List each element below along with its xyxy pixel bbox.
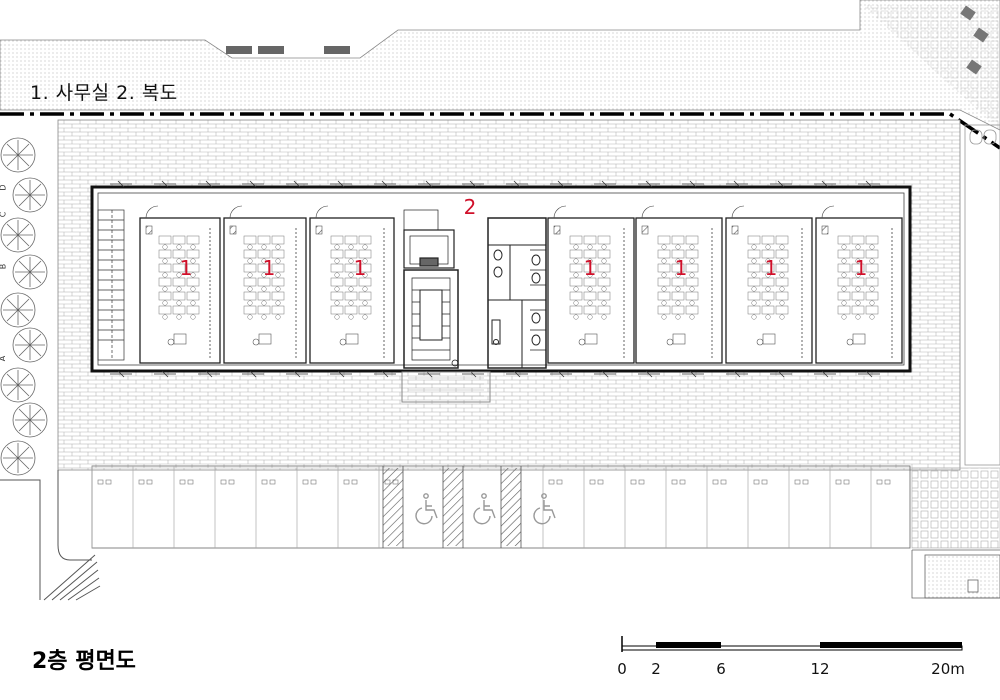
planting-area — [862, 5, 1000, 130]
room-label-office-4: 1 — [583, 256, 597, 280]
office-room — [725, 205, 813, 364]
room-legend: 1. 사무실 2. 복도 — [30, 82, 178, 104]
scale-tick-12: 12 — [810, 660, 830, 678]
office-room — [309, 205, 395, 364]
room-label-office-7: 1 — [854, 256, 868, 280]
tree-row — [0, 137, 48, 476]
office-room — [815, 205, 903, 364]
windows — [110, 180, 880, 378]
office-room — [547, 205, 635, 364]
terrain-area — [0, 0, 1000, 131]
property-line — [0, 112, 1000, 150]
hedge-strip — [964, 124, 1000, 466]
street-block — [911, 549, 1000, 599]
office-room — [635, 205, 723, 364]
room-label-office-6: 1 — [764, 256, 778, 280]
room-label-office-3: 1 — [353, 256, 367, 280]
office-rooms — [139, 205, 903, 364]
scale-tick-0: 0 — [617, 660, 627, 678]
room-label-office-2: 1 — [262, 256, 276, 280]
parking-marks — [226, 46, 350, 54]
scale-tick-2: 2 — [651, 660, 661, 678]
scale-tick-20m: 20m — [931, 660, 965, 678]
parking-lot — [91, 465, 911, 549]
stepping-stones — [960, 5, 989, 75]
building-outline — [90, 185, 912, 373]
core — [401, 209, 491, 403]
toilets — [487, 217, 547, 369]
room-label-office-1: 1 — [179, 256, 193, 280]
room-label-office-5: 1 — [674, 256, 688, 280]
road — [0, 470, 101, 601]
grid-axis-label-a: A — [0, 356, 7, 361]
accessible-parking-icon — [415, 493, 556, 525]
office-room — [223, 205, 307, 364]
grid-axis-label-b: B — [0, 264, 7, 270]
scale-bar — [621, 636, 963, 652]
planting-lower — [911, 467, 1000, 549]
room-label-corridor: 2 — [463, 195, 477, 219]
left-stair — [97, 209, 125, 361]
grid-axis-label-d: D — [0, 184, 8, 190]
scale-tick-6: 6 — [716, 660, 726, 678]
plan-title: 2층 평면도 — [32, 649, 136, 674]
office-room — [139, 205, 221, 364]
grid-axis-label-c: C — [0, 212, 7, 218]
